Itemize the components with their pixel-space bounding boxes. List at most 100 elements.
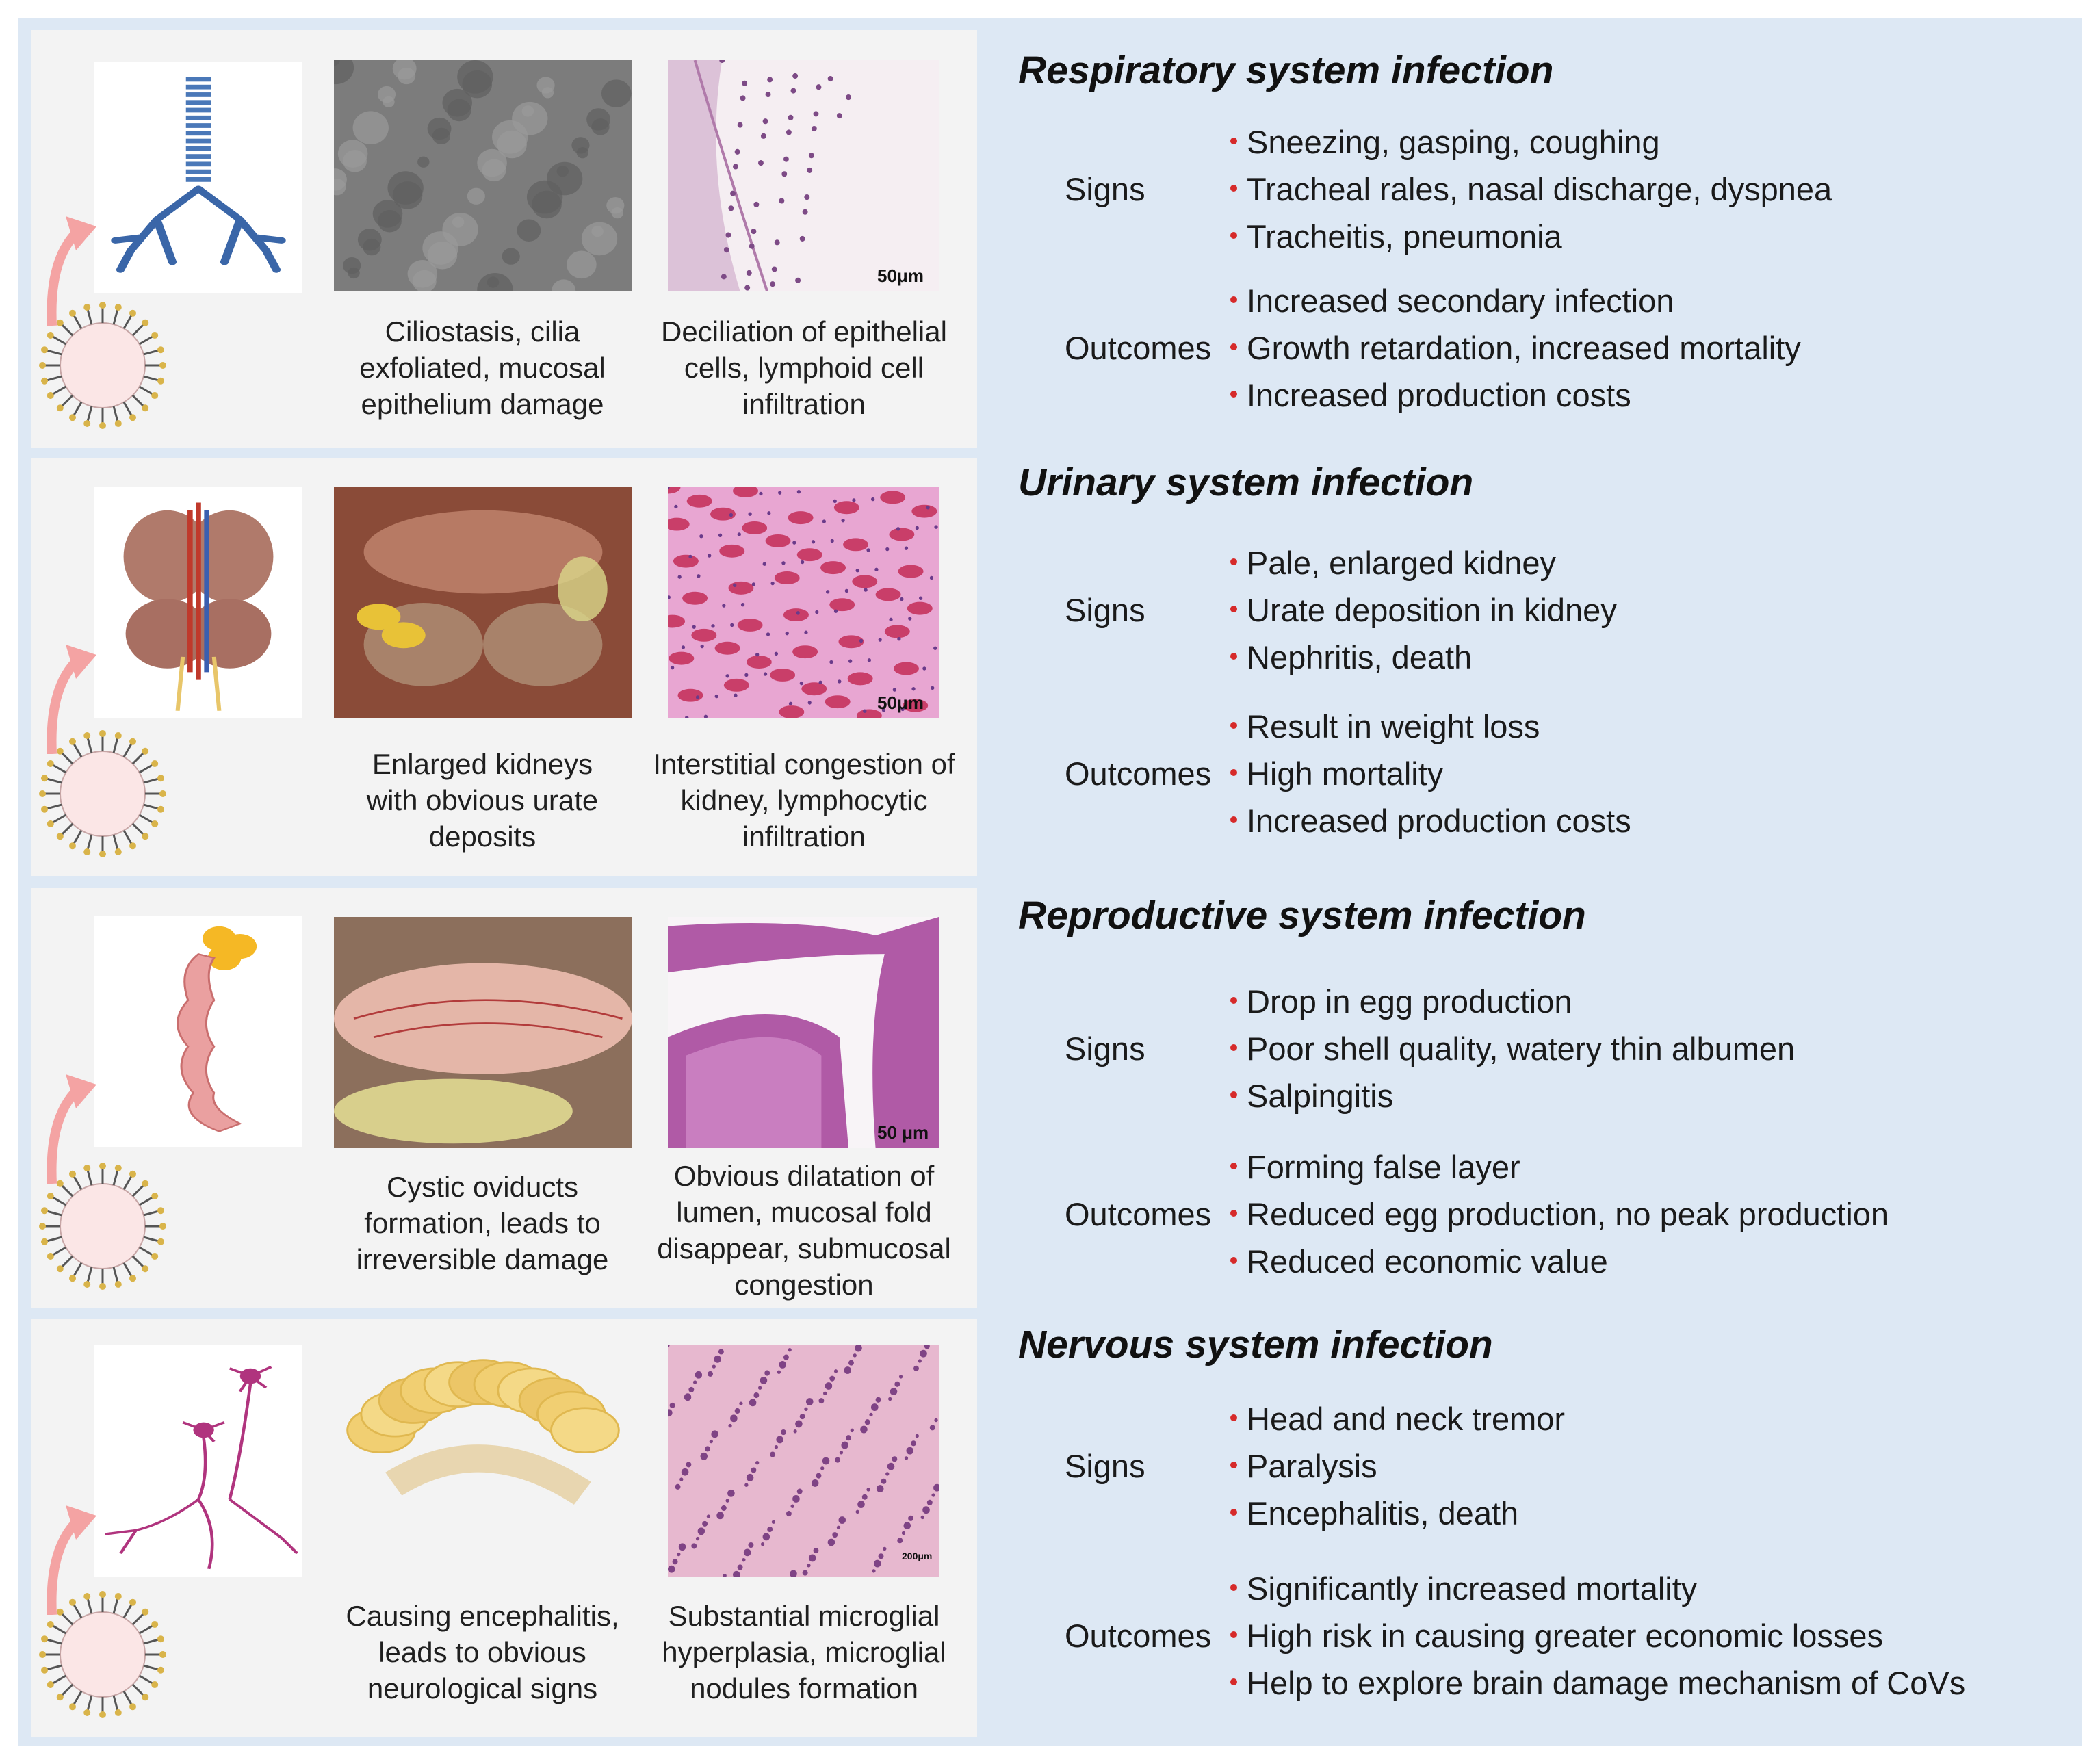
- coronavirus-icon: [34, 1586, 171, 1723]
- signs-bullet-item: Urate deposition in kidney: [1230, 591, 1617, 629]
- brain-illustration: [334, 1345, 632, 1577]
- bullet-dot: [1230, 769, 1237, 776]
- caption-histology-line: lumen, mucosal fold: [676, 1196, 932, 1228]
- outcomes-bullet-item: Help to explore brain damage mechanism o…: [1230, 1664, 1965, 1702]
- trachea-lungs-icon: [94, 62, 302, 293]
- caption-gross-line: neurological signs: [367, 1672, 598, 1704]
- scale-bar-label: 200μm: [902, 1551, 933, 1561]
- caption-gross-line: exfoliated, mucosal: [359, 352, 606, 384]
- bullet-dot: [1230, 138, 1237, 144]
- bullet-dot: [1230, 1678, 1237, 1685]
- signs-label: Signs: [1065, 1448, 1145, 1484]
- coronavirus-icon: [34, 1158, 171, 1295]
- section-title: Reproductive system infection: [1018, 894, 1586, 937]
- gross-lesion-image: [334, 917, 632, 1148]
- bullet-dot: [1230, 391, 1237, 398]
- bullet-dot: [1230, 1414, 1237, 1421]
- caption-gross-line: with obvious urate: [366, 784, 599, 816]
- outcomes-bullet-item: Reduced economic value: [1230, 1243, 1608, 1280]
- outcomes-bullet-item: Increased secondary infection: [1230, 282, 1674, 320]
- caption-histology-line: infiltration: [742, 388, 866, 420]
- kidney-icon: [94, 487, 302, 718]
- signs-label: Signs: [1065, 592, 1145, 628]
- caption-histology-line: Interstitial congestion of: [653, 748, 955, 780]
- arrow-up-icon: [38, 1499, 100, 1616]
- outcomes-bullet-item: High risk in causing greater economic lo…: [1230, 1617, 1883, 1655]
- bullet-dot: [1230, 343, 1237, 350]
- coronavirus-icon: [34, 725, 171, 862]
- signs-bullet-item: Nephritis, death: [1230, 638, 1472, 676]
- bullet-dot: [1230, 1091, 1237, 1098]
- arrow-up-icon: [38, 638, 100, 755]
- bullet-dot: [1230, 296, 1237, 303]
- bullet-dot: [1230, 185, 1237, 192]
- caption-gross-line: formation, leads to: [364, 1207, 601, 1239]
- caption-histology-line: cells, lymphoid cell: [684, 352, 924, 384]
- neuron-icon: [94, 1345, 302, 1577]
- caption-histology-line: Obvious dilatation of: [673, 1160, 935, 1192]
- signs-bullet-item: Tracheitis, pneumonia: [1230, 218, 1562, 255]
- bullet-dot: [1230, 1631, 1237, 1638]
- outcomes-bullet-item: Increased production costs: [1230, 376, 1631, 414]
- outcomes-bullet-item: High mortality: [1230, 755, 1443, 792]
- caption-histology-line: nodules formation: [690, 1672, 918, 1704]
- outcomes-bullet-item: Significantly increased mortality: [1230, 1570, 1697, 1607]
- signs-bullet-item: Sneezing, gasping, coughing: [1230, 123, 1660, 161]
- caption-histology-line: infiltration: [742, 820, 866, 853]
- section-title: Respiratory system infection: [1018, 49, 1554, 92]
- signs-bullet-item: Drop in egg production: [1230, 983, 1572, 1020]
- arrow-up-icon: [38, 209, 100, 326]
- bullet-dot: [1230, 606, 1237, 612]
- gross-lesion-image: [334, 60, 632, 291]
- signs-label: Signs: [1065, 1030, 1145, 1067]
- caption-gross-line: Cystic oviducts: [386, 1171, 579, 1203]
- caption-histology-line: hyperplasia, microglial: [662, 1636, 946, 1668]
- scale-bar-label: 50 μm: [877, 1122, 929, 1143]
- caption-gross-line: deposits: [428, 820, 536, 853]
- signs-bullet-item: Salpingitis: [1230, 1077, 1393, 1115]
- bullet-dot: [1230, 1163, 1237, 1169]
- caption-histology-line: congestion: [734, 1269, 874, 1301]
- caption-gross-line: leads to obvious: [378, 1636, 586, 1668]
- outcomes-bullet-item: Result in weight loss: [1230, 708, 1540, 745]
- bullet-dot: [1230, 816, 1237, 823]
- outcomes-bullet-item: Reduced egg production, no peak producti…: [1230, 1195, 1889, 1233]
- section-title: Nervous system infection: [1018, 1323, 1493, 1366]
- caption-gross-line: Ciliostasis, cilia: [385, 315, 580, 348]
- scale-bar-label: 50μm: [877, 265, 924, 286]
- caption-gross-line: Enlarged kidneys: [372, 748, 593, 780]
- bullet-dot: [1230, 1044, 1237, 1051]
- signs-bullet-item: Pale, enlarged kidney: [1230, 544, 1556, 582]
- bullet-dot: [1230, 1257, 1237, 1264]
- bullet-dot: [1230, 1584, 1237, 1591]
- signs-bullet-item: Tracheal rales, nasal discharge, dyspnea: [1230, 170, 1832, 208]
- outcomes-bullet-item: Forming false layer: [1230, 1148, 1520, 1186]
- signs-bullet-item: Encephalitis, death: [1230, 1494, 1518, 1532]
- bullet-dot: [1230, 558, 1237, 565]
- bullet-dot: [1230, 232, 1237, 239]
- outcomes-bullet-item: Growth retardation, increased mortality: [1230, 329, 1801, 367]
- outcomes-bullet-item: Increased production costs: [1230, 802, 1631, 840]
- caption-gross-line: Causing encephalitis,: [346, 1600, 619, 1632]
- gross-lesion-image: [334, 487, 632, 718]
- bullet-dot: [1230, 722, 1237, 729]
- caption-histology-line: disappear, submucosal: [657, 1232, 951, 1264]
- bullet-dot: [1230, 1509, 1237, 1516]
- scale-bar-label: 50μm: [877, 692, 924, 713]
- arrow-up-icon: [38, 1067, 100, 1184]
- bullet-dot: [1230, 1462, 1237, 1468]
- caption-histology-line: Deciliation of epithelial: [661, 315, 947, 348]
- bullet-dot: [1230, 997, 1237, 1004]
- bullet-dot: [1230, 653, 1237, 660]
- caption-histology-line: Substantial microglial: [668, 1600, 940, 1632]
- signs-bullet-item: Poor shell quality, watery thin albumen: [1230, 1030, 1795, 1067]
- caption-histology-line: kidney, lymphocytic: [680, 784, 928, 816]
- histology-image: [668, 60, 939, 291]
- oviduct-icon: [94, 916, 302, 1147]
- caption-gross-line: epithelium damage: [361, 388, 604, 420]
- histology-image: [668, 917, 939, 1148]
- histology-image: [668, 1345, 939, 1577]
- outcomes-label: Outcomes: [1065, 755, 1212, 792]
- bullet-dot: [1230, 1210, 1237, 1217]
- caption-gross-line: irreversible damage: [356, 1243, 609, 1275]
